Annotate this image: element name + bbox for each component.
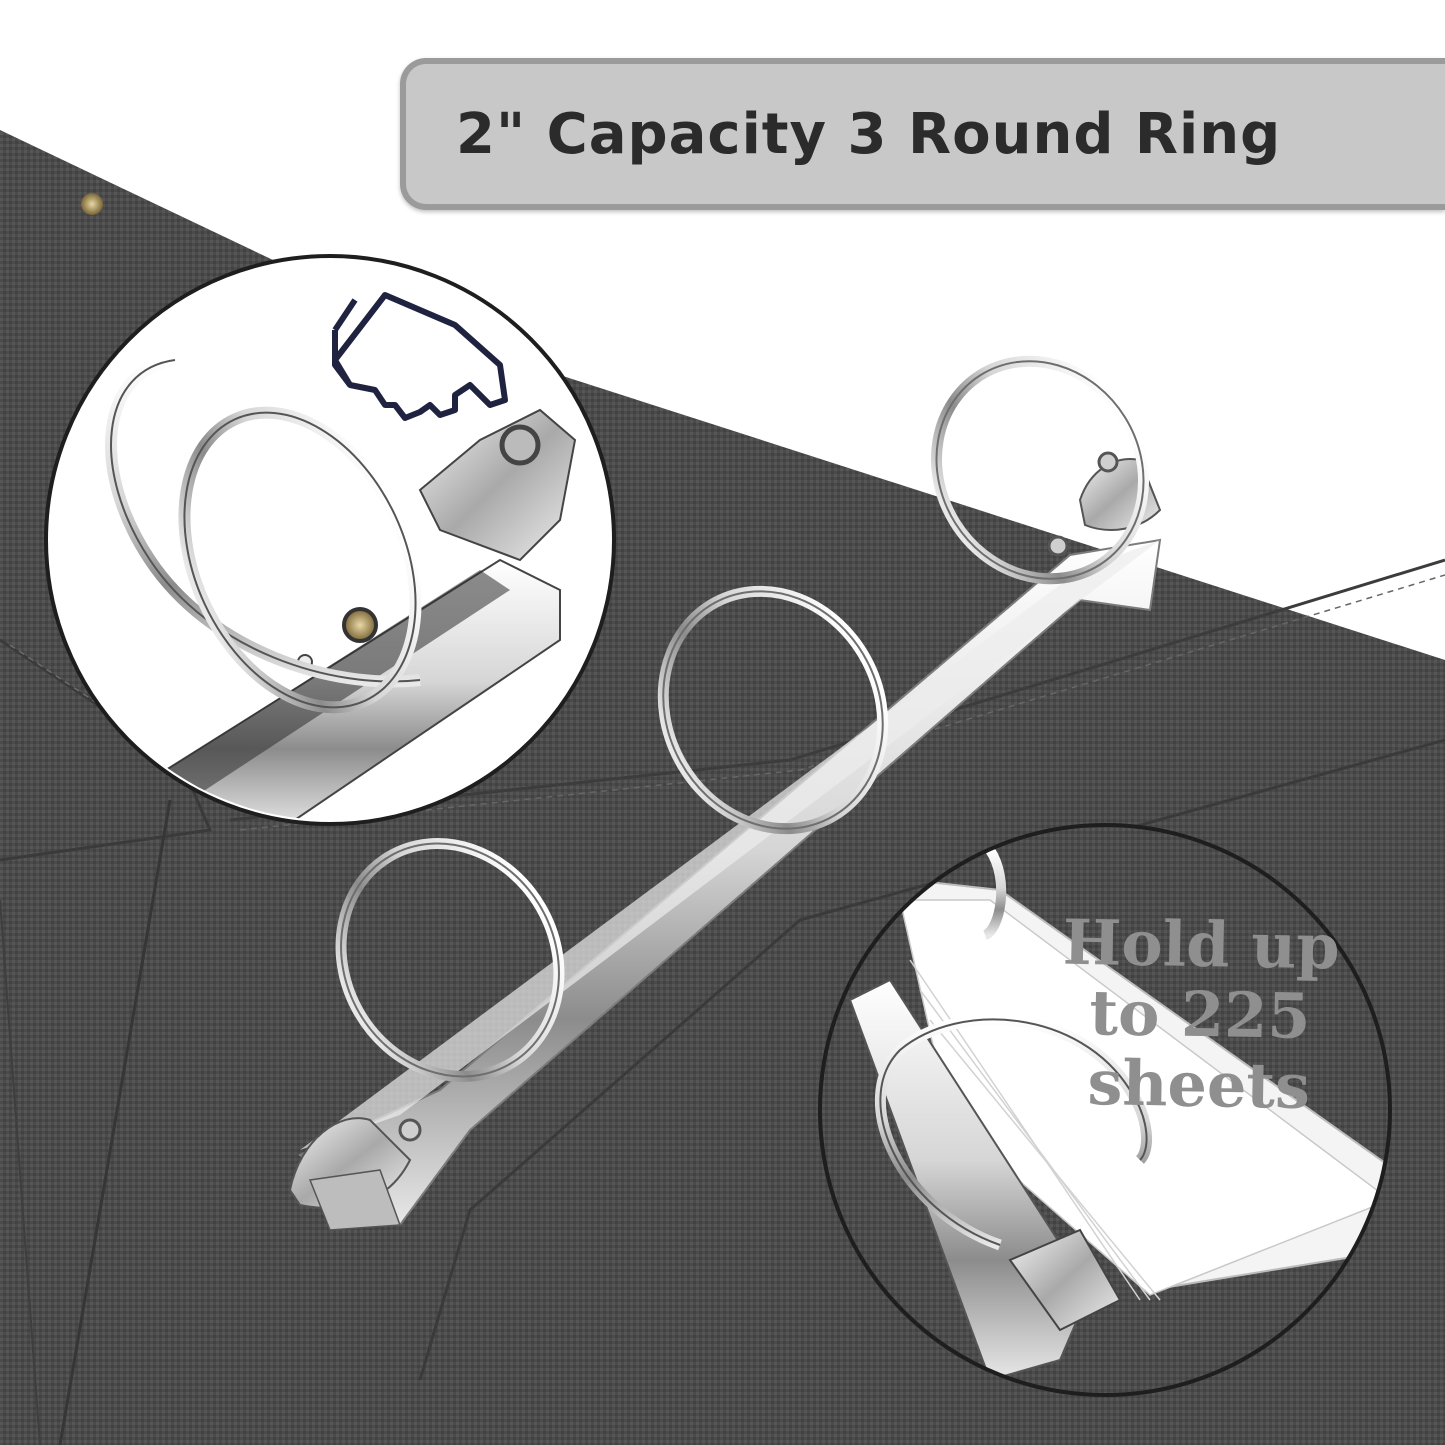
inset-lever-detail: [44, 254, 616, 826]
caption-line-1: Hold up: [1062, 905, 1341, 984]
cover-rivet: [81, 193, 103, 215]
caption-line-2: to 225: [1088, 976, 1312, 1053]
ring-mechanism: [288, 355, 1162, 1231]
clip-lever-bottom: [288, 1117, 412, 1231]
title-banner: 2" Capacity 3 Round Ring: [400, 58, 1445, 210]
pointing-hand-icon: [332, 292, 508, 421]
capacity-caption: Hold up to 225 sheets: [998, 905, 1402, 1124]
inset-sheets-detail: [818, 823, 1392, 1397]
banner-title: 2" Capacity 3 Round Ring: [456, 101, 1282, 167]
caption-line-3: sheets: [1086, 1046, 1311, 1123]
